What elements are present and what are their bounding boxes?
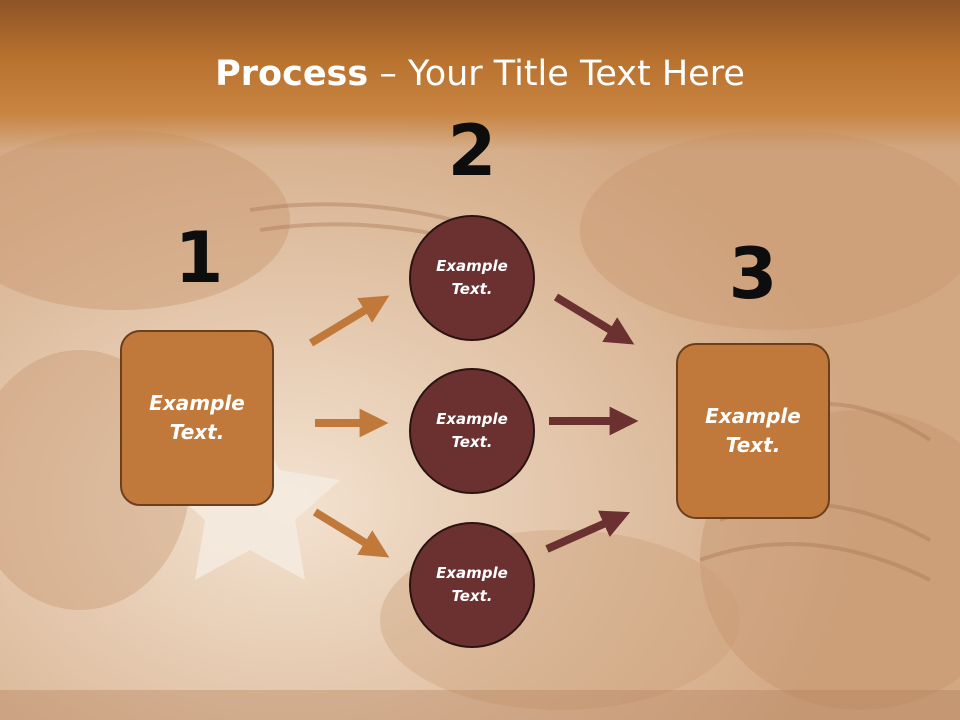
circle-bottom-text: Example Text. xyxy=(436,564,508,605)
circle-top: Example Text. xyxy=(409,215,535,341)
step-number-1: 1 xyxy=(174,217,224,299)
circle-middle-text: Example Text. xyxy=(436,410,508,451)
step-3-box: Example Text. xyxy=(676,343,830,519)
slide-title: Process – Your Title Text Here xyxy=(0,52,960,96)
title-rest: – Your Title Text Here xyxy=(368,54,745,94)
arrow-1-to-top xyxy=(308,295,390,347)
title-bold: Process xyxy=(215,54,369,94)
circle-top-text: Example Text. xyxy=(436,257,508,298)
step-1-box: Example Text. xyxy=(120,330,274,506)
step-3-text: Example Text. xyxy=(705,404,801,457)
step-number-3: 3 xyxy=(728,233,778,315)
circle-middle: Example Text. xyxy=(409,368,535,494)
arrow-1-to-bottom xyxy=(312,508,390,558)
step-number-2: 2 xyxy=(447,110,497,192)
arrow-top-to-3 xyxy=(553,293,635,345)
step-1-text: Example Text. xyxy=(149,391,245,444)
circle-bottom: Example Text. xyxy=(409,522,535,648)
arrow-bottom-to-3 xyxy=(545,510,631,553)
title-bar xyxy=(0,0,960,150)
